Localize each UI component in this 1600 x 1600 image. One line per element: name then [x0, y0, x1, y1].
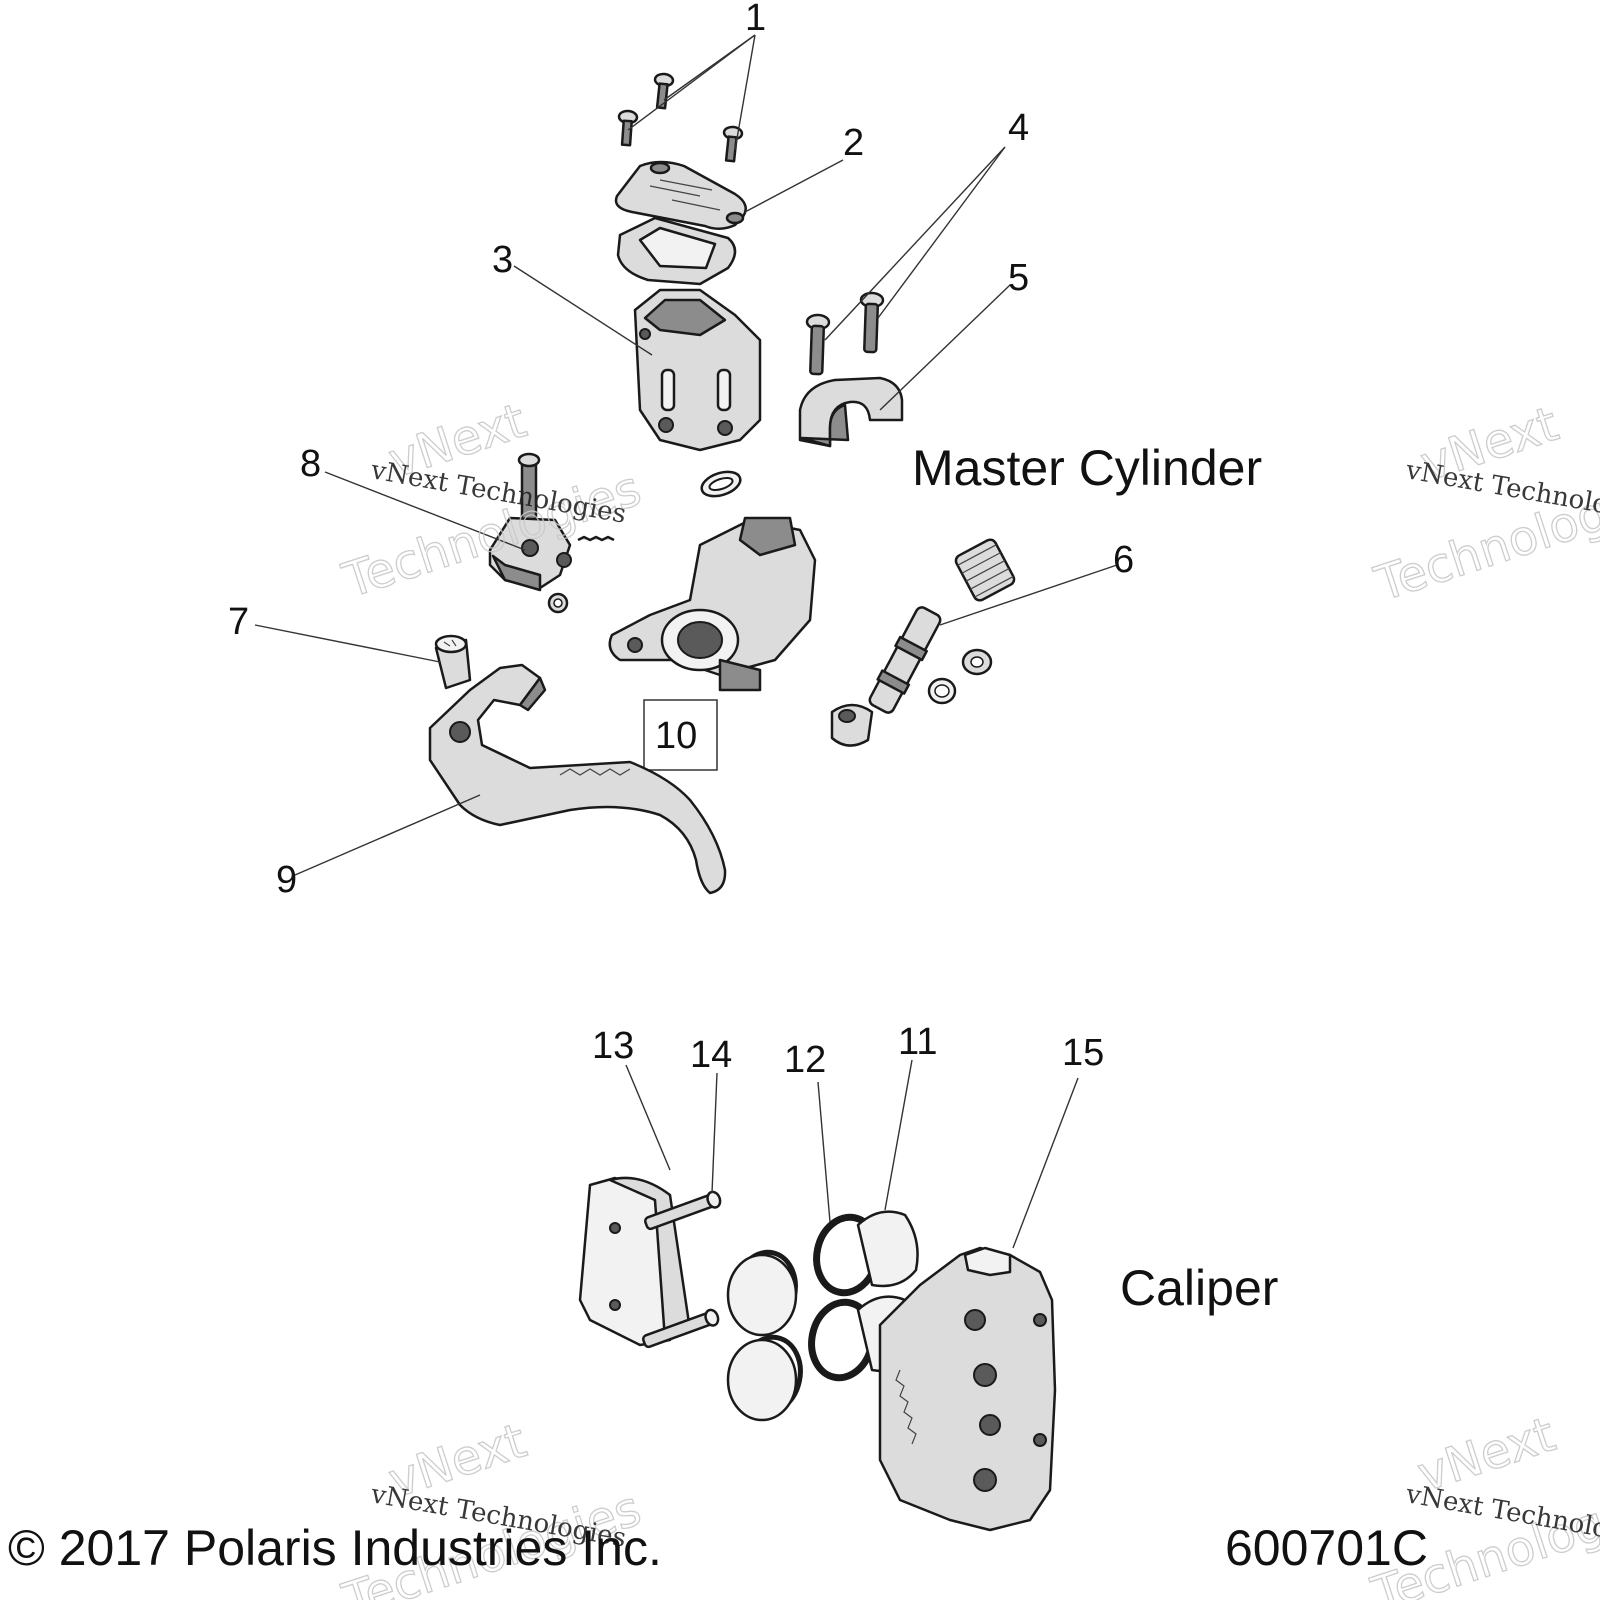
- callout-11: 11: [898, 1021, 937, 1063]
- part-5-handlebar-clamp: [798, 376, 904, 448]
- callout-12: 12: [784, 1039, 826, 1081]
- part-1-cover-screws: [617, 72, 744, 163]
- callout-6: 6: [1113, 539, 1134, 581]
- callout-2: 2: [843, 122, 864, 164]
- part-3-reservoir-body: [633, 288, 762, 452]
- part-10-master-cylinder-housing: [608, 516, 817, 692]
- callout-5: 5: [1008, 257, 1029, 299]
- part-13-brake-pad: [578, 1176, 692, 1347]
- part-14-pad-pins: [641, 1190, 722, 1349]
- part-8-lever-pivot-assembly: [488, 452, 615, 614]
- o-ring-gasket: [700, 470, 742, 498]
- part-2-reservoir-cover: [614, 160, 747, 286]
- copyright-notice: © 2017 Polaris Industries Inc.: [8, 1520, 662, 1576]
- callout-7: 7: [228, 601, 249, 643]
- callout-9: 9: [276, 859, 297, 901]
- section-title-caliper: Caliper: [1120, 1260, 1278, 1316]
- part-15-caliper-body: [878, 1246, 1057, 1532]
- callout-8: 8: [300, 443, 321, 485]
- callout-13: 13: [592, 1025, 634, 1067]
- part-11-caliper-pistons: [726, 1210, 919, 1422]
- callout-box-10: [643, 699, 718, 771]
- callout-4: 4: [1008, 107, 1029, 149]
- callout-10: 10: [655, 715, 697, 757]
- section-title-master-cylinder: Master Cylinder: [912, 440, 1262, 496]
- figure-id: 600701C: [1225, 1520, 1428, 1576]
- part-9-brake-lever: [428, 663, 727, 895]
- leader-lines: [254, 34, 1118, 1249]
- callout-1: 1: [745, 0, 766, 39]
- callout-3: 3: [492, 239, 513, 281]
- part-4-clamp-bolts: [805, 291, 885, 376]
- part-7-adjuster-bushing: [434, 634, 472, 690]
- callout-15: 15: [1062, 1032, 1104, 1074]
- callout-numbers: 1 2 3 4 5 6 7 8 9 10 11 12 13 14 15: [228, 0, 1134, 1081]
- callout-14: 14: [690, 1034, 732, 1076]
- part-6-piston-assembly: [830, 538, 1016, 747]
